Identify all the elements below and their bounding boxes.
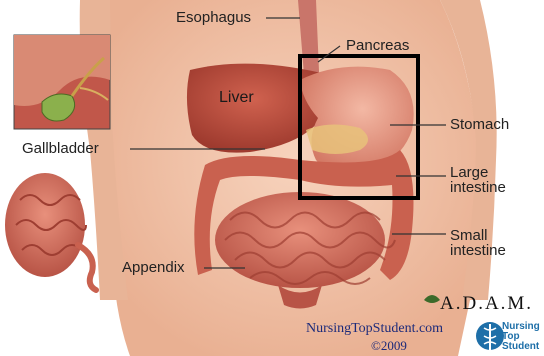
label-small-intestine-line1: Small	[450, 228, 506, 243]
label-gallbladder: Gallbladder	[22, 141, 99, 157]
small-intestine	[215, 192, 385, 288]
label-pancreas: Pancreas	[346, 38, 409, 54]
caduceus-icon	[476, 322, 504, 350]
nts-logo-text: Nursing Top Student	[502, 322, 540, 352]
label-appendix: Appendix	[122, 260, 185, 276]
pancreas	[306, 124, 368, 154]
footer-site-link[interactable]: NursingTopStudent.com	[306, 321, 443, 337]
label-large-intestine: Large intestine	[450, 165, 506, 195]
footer-copyright: ©2009	[371, 338, 407, 354]
nts-logo-line3: Student	[502, 342, 540, 352]
label-stomach: Stomach	[450, 117, 509, 133]
label-large-intestine-line1: Large	[450, 165, 506, 180]
adam-logo-text: A.D.A.M.	[440, 293, 533, 315]
label-large-intestine-line2: intestine	[450, 180, 506, 195]
label-liver: Liver	[219, 89, 254, 107]
label-small-intestine-line2: intestine	[450, 243, 506, 258]
gallbladder-inset	[14, 35, 110, 129]
appendix-inset	[5, 173, 96, 290]
label-small-intestine: Small intestine	[450, 228, 506, 258]
label-esophagus: Esophagus	[176, 10, 251, 26]
